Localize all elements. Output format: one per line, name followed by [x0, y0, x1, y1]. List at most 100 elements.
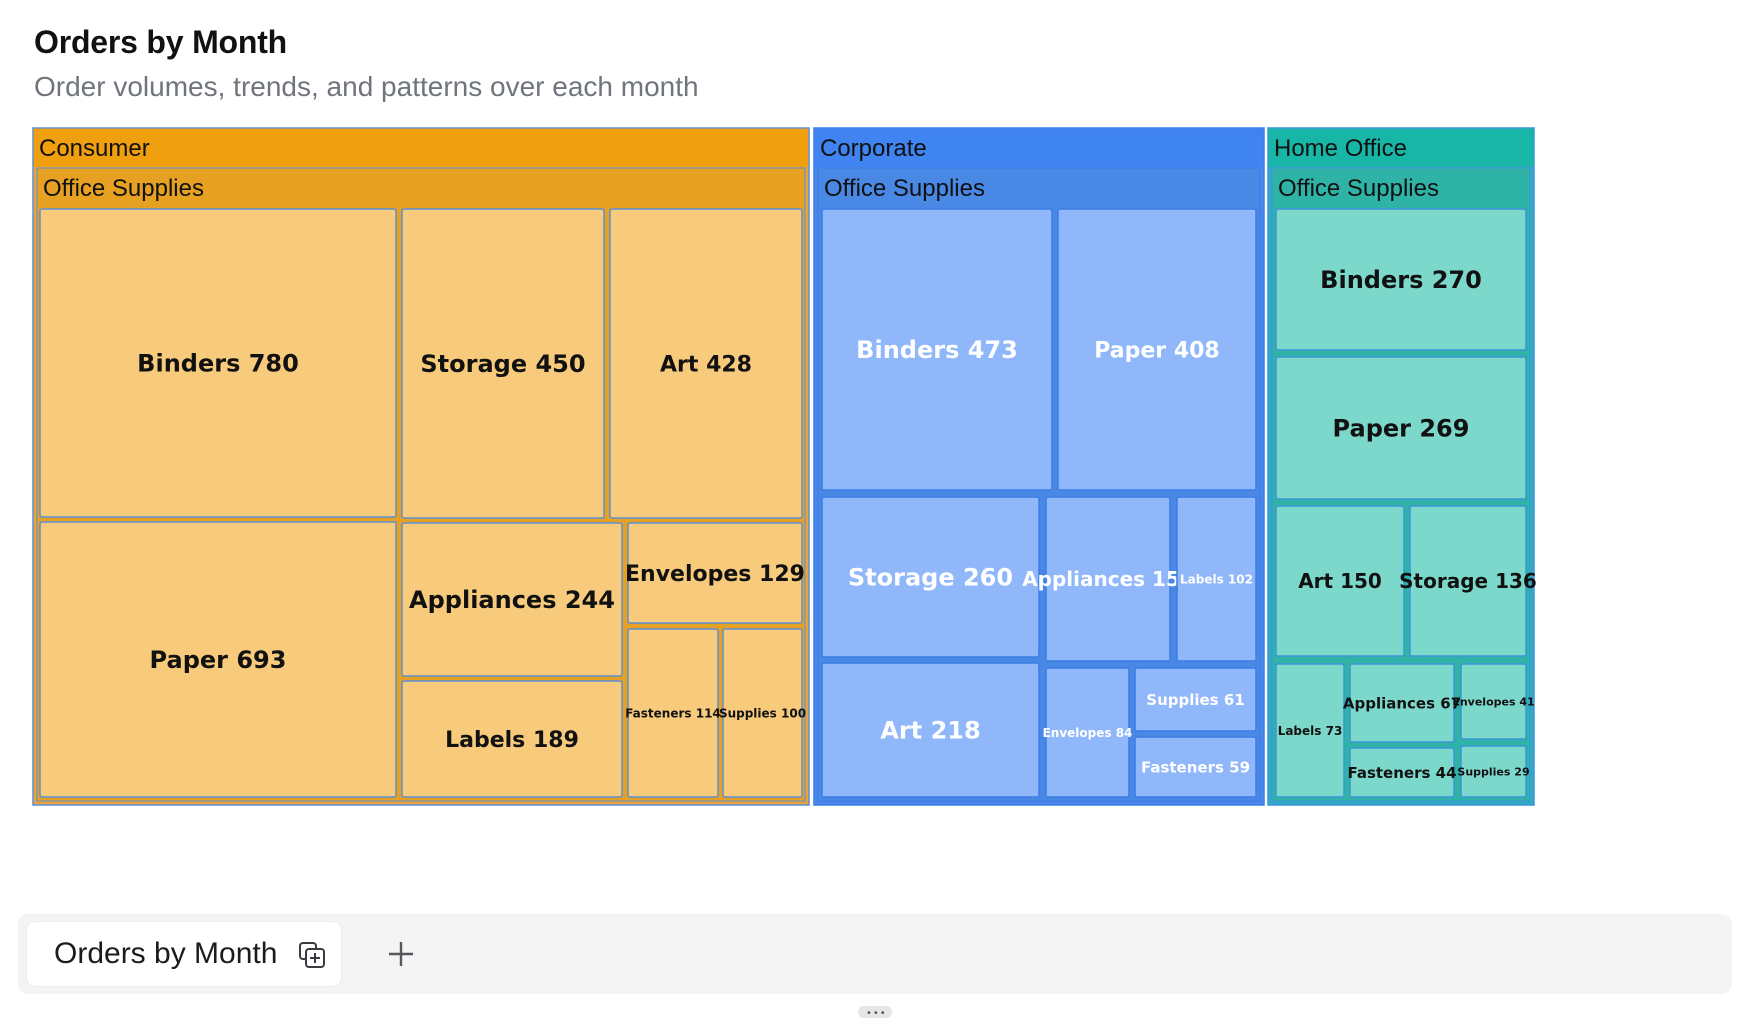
subgroup-label-consumer: Office Supplies [43, 175, 204, 202]
tile-home-office-binders[interactable] [1275, 208, 1527, 351]
tile-corporate-storage[interactable] [821, 496, 1040, 658]
tile-value-home-office-fasteners: 44 [1436, 764, 1457, 782]
tile-label-gap [240, 350, 248, 378]
tile-consumer-supplies[interactable] [722, 628, 803, 798]
tile-value-corporate-paper: 408 [1174, 338, 1220, 363]
tile-corporate-art[interactable] [821, 662, 1040, 798]
handle-dots: ••• [866, 1008, 887, 1019]
tile-name-home-office-storage: Storage [1399, 569, 1488, 593]
tile-label-gap [1145, 567, 1152, 591]
tile-name-consumer-fasteners: Fasteners [625, 706, 691, 720]
tile-name-home-office-binders: Binders [1320, 266, 1423, 294]
tile-label-home-office-appliances: Appliances 67 [1343, 694, 1461, 712]
tile-value-home-office-art: 150 [1340, 569, 1382, 593]
group-label-home-office: Home Office [1274, 135, 1407, 162]
page-title: Orders by Month [34, 24, 288, 60]
tile-name-corporate-supplies: Supplies [1146, 691, 1218, 709]
tile-label-corporate-appliances: Appliances 155 [1022, 567, 1194, 591]
tile-corporate-binders[interactable] [821, 208, 1053, 491]
group-header-home-office [1268, 128, 1534, 167]
group-header-consumer [33, 128, 809, 167]
duplicate-icon[interactable] [297, 940, 327, 970]
tile-name-consumer-envelopes: Envelopes [625, 562, 751, 587]
tab-orders-by-month[interactable]: Orders by Month [27, 922, 341, 986]
tile-name-home-office-envelopes: Envelopes [1452, 695, 1516, 708]
tile-label-home-office-binders: Binders 270 [1320, 266, 1482, 294]
tile-corporate-fasteners[interactable] [1134, 736, 1257, 798]
tile-home-office-fasteners[interactable] [1349, 747, 1455, 798]
tile-label-corporate-labels: Labels 102 [1180, 572, 1253, 586]
tile-consumer-appliances[interactable] [401, 522, 623, 677]
tile-label-corporate-binders: Binders 473 [856, 336, 1018, 364]
tile-value-consumer-binders: 780 [249, 350, 299, 378]
tile-value-consumer-art: 428 [706, 352, 752, 377]
sheet-tab-bar: Orders by Month [18, 914, 1732, 994]
tile-label-home-office-labels: Labels 73 [1278, 724, 1343, 738]
tile-label-corporate-storage: Storage 260 [848, 564, 1013, 592]
subgroup-label-home-office: Office Supplies [1278, 175, 1439, 202]
tile-corporate-paper[interactable] [1057, 208, 1257, 491]
add-tab-plus-icon[interactable] [381, 934, 421, 974]
tile-label-gap [557, 586, 565, 614]
tile-label-corporate-supplies: Supplies 61 [1146, 691, 1244, 709]
tile-label-consumer-supplies: Supplies 100 [719, 706, 806, 720]
tile-consumer-paper[interactable] [39, 521, 397, 798]
tab-label: Orders by Month [54, 937, 278, 970]
tile-home-office-labels[interactable] [1275, 663, 1345, 798]
tile-label-gap [922, 717, 930, 745]
page-subtitle: Order volumes, trends, and patterns over… [34, 71, 699, 102]
tile-consumer-fasteners[interactable] [627, 628, 719, 798]
tile-corporate-supplies[interactable] [1134, 667, 1257, 732]
tile-value-consumer-supplies: 100 [781, 706, 806, 720]
tile-name-consumer-storage: Storage [420, 350, 527, 378]
tile-value-consumer-storage: 450 [535, 350, 585, 378]
subgroup-label-corporate: Office Supplies [824, 175, 985, 202]
tile-home-office-storage[interactable] [1409, 505, 1527, 657]
tile-name-home-office-paper: Paper [1333, 415, 1412, 443]
tile-label-gap [751, 562, 759, 587]
tile-label-corporate-art: Art 218 [880, 717, 980, 745]
tile-name-home-office-appliances: Appliances [1343, 694, 1435, 712]
tile-name-home-office-labels: Labels [1278, 724, 1322, 738]
tile-value-corporate-storage: 260 [963, 564, 1013, 592]
tile-label-home-office-storage: Storage 136 [1399, 569, 1537, 593]
tile-value-home-office-paper: 269 [1419, 415, 1469, 443]
tile-label-consumer-fasteners: Fasteners 114 [625, 706, 721, 720]
tile-value-home-office-appliances: 67 [1440, 694, 1461, 712]
tile-value-corporate-art: 218 [931, 717, 981, 745]
tile-value-corporate-supplies: 61 [1224, 691, 1245, 709]
tile-corporate-envelopes[interactable] [1045, 667, 1130, 798]
group-label-corporate: Corporate [820, 135, 927, 162]
tile-label-corporate-fasteners: Fasteners 59 [1141, 758, 1250, 776]
tile-consumer-labels[interactable] [401, 680, 623, 798]
tile-home-office-paper[interactable] [1275, 356, 1527, 500]
tile-label-consumer-appliances: Appliances 244 [409, 586, 615, 614]
tile-home-office-supplies[interactable] [1460, 745, 1527, 798]
tile-home-office-appliances[interactable] [1349, 663, 1455, 743]
tile-value-consumer-appliances: 244 [565, 586, 615, 614]
tile-name-consumer-labels: Labels [445, 728, 525, 753]
tile-consumer-storage[interactable] [401, 208, 605, 519]
tile-value-corporate-envelopes: 84 [1116, 726, 1133, 740]
tile-label-home-office-supplies: Supplies 29 [1457, 765, 1529, 778]
tile-name-consumer-appliances: Appliances [409, 586, 556, 614]
tile-name-corporate-envelopes: Envelopes [1043, 726, 1112, 740]
tile-home-office-art[interactable] [1275, 505, 1405, 657]
tile-label-consumer-storage: Storage 450 [420, 350, 585, 378]
tile-corporate-appliances[interactable] [1045, 496, 1171, 662]
tile-label-gap [1166, 338, 1174, 363]
tile-label-gap [698, 352, 706, 377]
tile-consumer-binders[interactable] [39, 208, 397, 518]
tile-consumer-envelopes[interactable] [627, 522, 803, 624]
tile-value-home-office-supplies: 29 [1514, 765, 1529, 778]
tile-consumer-art[interactable] [609, 208, 803, 519]
tile-label-gap [228, 646, 236, 674]
tile-name-home-office-art: Art [1298, 569, 1333, 593]
resize-handle[interactable] [858, 1006, 892, 1018]
tile-label-corporate-paper: Paper 408 [1094, 338, 1220, 363]
tile-home-office-envelopes[interactable] [1460, 663, 1527, 740]
tile-value-corporate-fasteners: 59 [1229, 758, 1250, 776]
tile-corporate-labels[interactable] [1176, 496, 1257, 662]
tile-name-corporate-binders: Binders [856, 336, 959, 364]
